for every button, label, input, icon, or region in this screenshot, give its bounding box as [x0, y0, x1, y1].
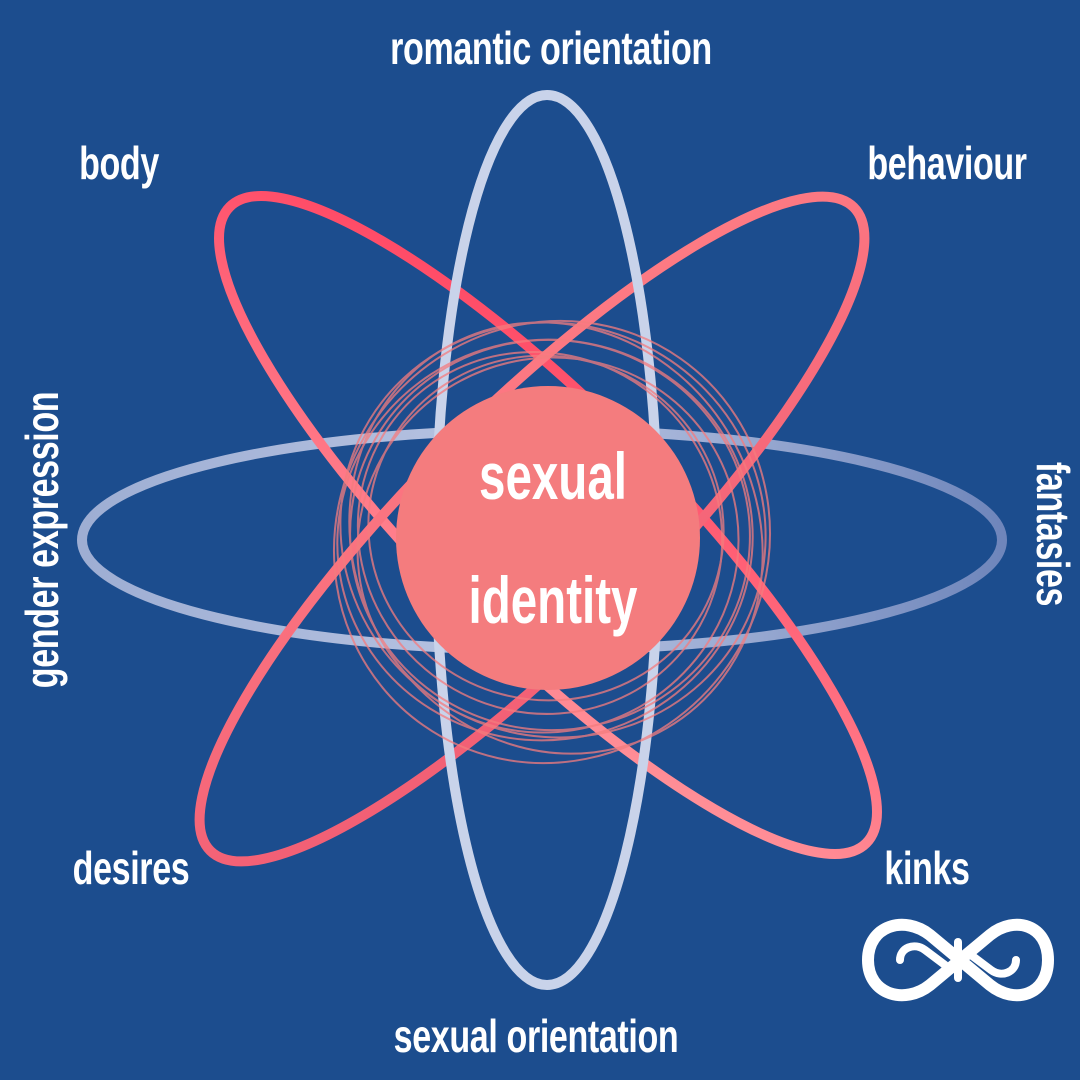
- label-desires: desires: [72, 842, 190, 894]
- label-sexual-orientation: sexual orientation: [393, 1010, 679, 1062]
- label-gender-expression: gender expression: [16, 391, 68, 689]
- label-behaviour: behaviour: [867, 137, 1027, 189]
- core-circle: [396, 386, 700, 690]
- label-body: body: [79, 137, 159, 189]
- label-fantasies: fantasies: [1027, 461, 1079, 607]
- label-romantic-orientation: romantic orientation: [390, 22, 712, 74]
- center-title-line-2: identity: [468, 563, 638, 637]
- label-kinks: kinks: [884, 842, 970, 894]
- infinity-knot-logo: [862, 918, 1054, 1002]
- scribble-rings: [332, 319, 772, 765]
- center-title-line-1: sexual: [479, 439, 627, 513]
